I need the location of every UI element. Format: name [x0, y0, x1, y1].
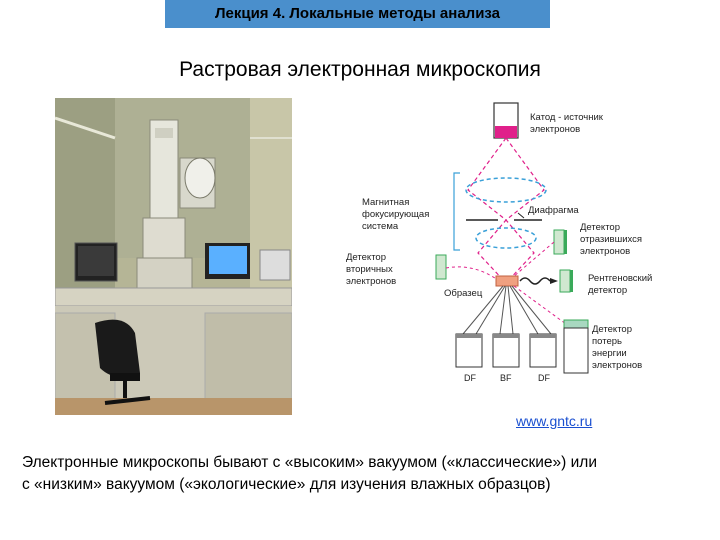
cathode-label-2: электронов	[530, 124, 580, 135]
body-text: Электронные микроскопы бывают с «высоким…	[22, 452, 712, 496]
lens-label: Магнитная	[362, 197, 409, 208]
sample	[495, 275, 519, 287]
bf-detector	[492, 333, 520, 368]
lens-label-3: система	[362, 221, 399, 232]
xray-detector	[559, 269, 571, 293]
body-line-2: с «низким» вакуумом («экологические» для…	[22, 476, 551, 493]
xray-label: Рентгеновский	[588, 273, 652, 284]
gntc-link[interactable]: www.gntc.ru	[516, 413, 593, 429]
beam-right	[505, 137, 545, 284]
sem-schematic: Катод - источник электронов Магнитная фо…	[346, 102, 652, 383]
xray-label-2: детектор	[588, 285, 627, 296]
reflected-label: Детектор	[580, 222, 620, 233]
lecture-title: Лекция 4. Локальные методы анализа	[214, 5, 501, 22]
secondary-label-2: вторичных	[346, 264, 393, 275]
lens-1	[465, 177, 547, 203]
lens-bracket	[453, 172, 460, 251]
secondary-detector	[435, 254, 447, 280]
cathode-tip	[495, 126, 517, 138]
loss-label: Детектор	[592, 324, 632, 335]
df-detector-left	[455, 333, 483, 368]
lens-label-2: фокусирующая	[362, 209, 429, 220]
beam-left	[467, 137, 507, 284]
reflected-label-3: электронов	[580, 246, 630, 257]
df-label-right: DF	[538, 373, 550, 383]
secondary-label-3: электронов	[346, 276, 396, 287]
bf-label: BF	[500, 373, 512, 383]
df-detector-right	[529, 333, 557, 368]
reflected-detector	[553, 229, 565, 255]
sample-label: Образец	[444, 288, 483, 299]
lens-2	[475, 227, 537, 249]
loss-label-4: электронов	[592, 360, 642, 371]
secondary-label: Детектор	[346, 252, 386, 263]
transmitted-beams	[462, 285, 552, 335]
diaphragm-label: Диафрагма	[528, 205, 579, 216]
reflected-label-2: отразившихся	[580, 234, 642, 245]
microscope-photo	[55, 98, 292, 415]
header-bar: Лекция 4. Локальные методы анализа	[165, 0, 550, 28]
energy-loss-detector	[563, 319, 589, 329]
df-label-left: DF	[464, 373, 476, 383]
body-line-1: Электронные микроскопы бывают с «высоким…	[22, 454, 597, 471]
slide-title: Растровая электронная микроскопия	[179, 58, 541, 81]
cathode-label: Катод - источник	[530, 112, 604, 123]
loss-label-3: энергии	[592, 348, 627, 359]
loss-label-2: потерь	[592, 336, 622, 347]
